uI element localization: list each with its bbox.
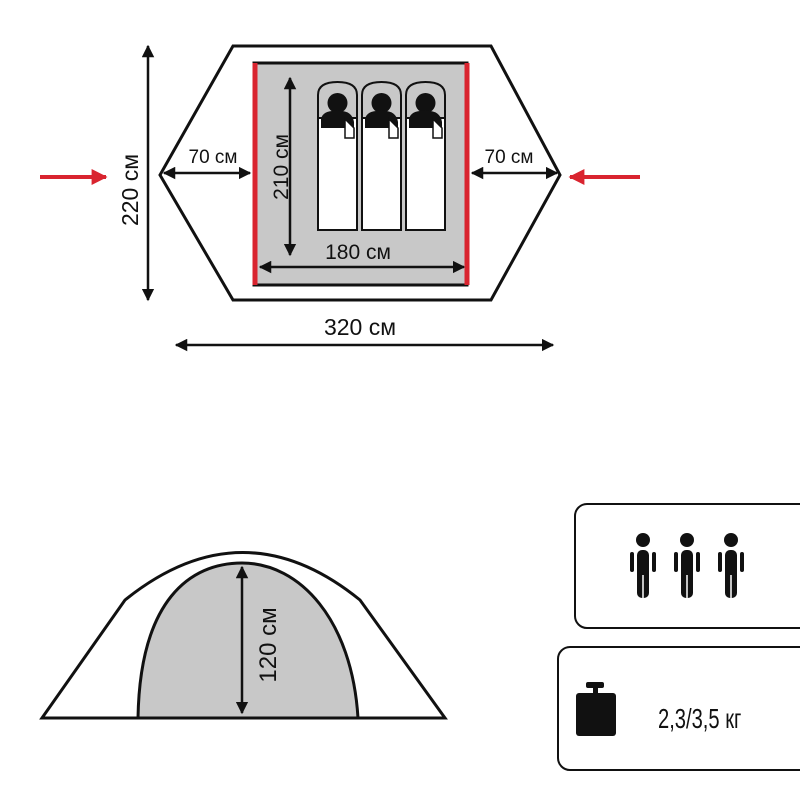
weight-box: 2,3/3,5 кг — [557, 646, 800, 771]
inner-length-label: 210 см — [270, 134, 293, 200]
total-length-label: 320 см — [324, 314, 396, 340]
person-icon — [718, 533, 744, 600]
top-view: 210 см 180 см 70 см 70 см 220 см 320 см — [40, 44, 640, 352]
capacity-box — [574, 503, 800, 629]
person-icon — [630, 533, 656, 600]
side-view: 120 см — [39, 551, 448, 720]
person-head-icon — [415, 93, 436, 113]
height-label: 120 см — [255, 607, 282, 682]
vestibule-right-label: 70 см — [485, 147, 534, 168]
weight-icon — [576, 682, 616, 736]
sleeping-bag — [361, 80, 402, 231]
persons-icon — [630, 533, 744, 600]
person-head-icon — [371, 93, 392, 113]
total-width-label: 220 см — [117, 154, 143, 226]
person-head-icon — [327, 93, 348, 113]
weight-value: 2,3/3,5 кг — [658, 704, 741, 735]
sleeping-bag — [405, 80, 446, 231]
person-icon — [674, 533, 700, 600]
sleeping-bag — [317, 80, 358, 231]
vestibule-left-label: 70 см — [189, 147, 238, 168]
inner-width-label: 180 см — [325, 241, 391, 264]
